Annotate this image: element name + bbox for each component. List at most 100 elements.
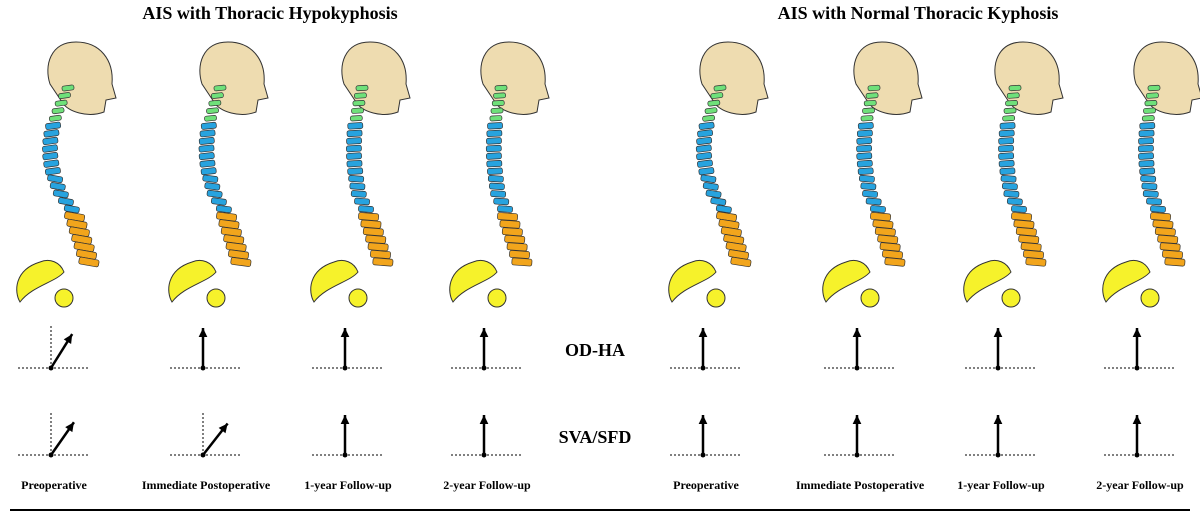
cervical-vertebra	[702, 114, 715, 122]
arrow-origin-dot	[995, 365, 1001, 371]
sva-sfd-arrow-2	[170, 413, 242, 458]
lumbar-vertebra	[78, 256, 100, 268]
lumbar-vertebra	[874, 227, 896, 237]
thoracic-vertebra	[200, 121, 217, 130]
lumbar-vertebra	[365, 234, 387, 244]
odha-arrow-3	[312, 328, 384, 371]
spine-figure-5	[668, 41, 769, 308]
thoracic-vertebra	[486, 159, 503, 168]
cervical-vertebra	[48, 114, 62, 122]
skull-icon	[994, 41, 1064, 115]
lumbar-vertebra	[1023, 249, 1044, 259]
thoracic-vertebra	[215, 204, 232, 214]
sacrum-icon	[668, 259, 717, 303]
sacrum-icon	[449, 259, 498, 303]
cervical-vertebra	[707, 99, 721, 107]
cervical-vertebra	[1143, 107, 1156, 114]
cervical-vertebra	[1005, 100, 1018, 107]
thoracic-vertebra	[1138, 159, 1155, 168]
cervical-vertebra	[494, 84, 508, 92]
arrow-origin-dot	[48, 365, 54, 371]
arrow-origin-dot	[854, 452, 860, 458]
lumbar-vertebra	[870, 211, 892, 222]
sacrum-icon	[822, 259, 871, 303]
sva-sfd-arrow-6	[824, 415, 896, 458]
thoracic-vertebra	[700, 174, 717, 183]
thoracic-vertebra	[497, 205, 513, 213]
spine-figure-7	[963, 41, 1064, 308]
cervical-vertebra	[865, 92, 879, 99]
sva-sfd-arrow-1	[18, 413, 90, 458]
thoracic-vertebra	[206, 189, 223, 198]
thoracic-vertebra	[204, 182, 221, 191]
thoracic-vertebra	[870, 205, 886, 213]
thoracic-vertebra	[358, 205, 374, 213]
thoracic-vertebra	[49, 182, 66, 191]
femoral-head-icon	[54, 288, 74, 308]
arrow-head-icon	[65, 422, 74, 433]
lumbar-vertebra	[370, 249, 391, 259]
col-label-8: 2-year Follow-up	[1096, 478, 1184, 492]
arrow-origin-dot	[854, 365, 860, 371]
cervical-vertebra	[1144, 100, 1158, 107]
thoracic-vertebra	[865, 197, 882, 206]
thoracic-vertebra	[350, 190, 367, 198]
arrow-head-icon	[479, 328, 489, 338]
cervical-vertebra	[351, 107, 364, 114]
thoracic-vertebra	[346, 159, 363, 168]
arrow-head-icon	[698, 415, 708, 425]
arrow-origin-dot	[1134, 452, 1140, 458]
lumbar-vertebra	[1015, 227, 1037, 237]
cervical-vertebra	[61, 84, 75, 92]
arrow-origin-dot	[48, 452, 54, 458]
skull-icon	[341, 41, 411, 115]
thoracic-vertebra	[1146, 197, 1162, 206]
sacrum-icon	[16, 259, 65, 303]
arrow-head-icon	[852, 328, 862, 338]
arrow-head-icon	[340, 415, 350, 425]
thoracic-vertebra	[52, 189, 69, 199]
cervical-vertebra	[1146, 92, 1159, 99]
lumbar-vertebra	[1013, 219, 1035, 229]
thoracic-vertebra	[487, 167, 503, 175]
lumbar-vertebra	[362, 227, 384, 237]
sacrum-icon	[310, 259, 359, 303]
thoracic-vertebra	[1138, 129, 1155, 138]
arrow-head-icon	[1132, 328, 1142, 338]
thoracic-vertebra	[42, 144, 58, 153]
femoral-head-icon	[1140, 288, 1160, 308]
row-label-odha: OD-HA	[565, 340, 625, 360]
femoral-head-icon	[860, 288, 880, 308]
lumbar-vertebra	[884, 257, 906, 267]
arrow-head-icon	[1132, 415, 1142, 425]
cervical-vertebra	[862, 107, 875, 114]
arrow-head-icon	[993, 415, 1003, 425]
thoracic-vertebra	[1141, 182, 1158, 191]
thoracic-vertebra	[856, 137, 873, 145]
thoracic-vertebra	[860, 182, 877, 191]
spine-figure-2	[168, 41, 269, 308]
arrow-head-icon	[198, 328, 208, 338]
thoracic-vertebra	[202, 174, 219, 183]
row-label-sva-sfd: SVA/SFD	[558, 427, 632, 447]
lumbar-vertebra	[501, 227, 523, 237]
arrow-origin-dot	[200, 365, 206, 371]
skull-icon	[480, 41, 550, 115]
lumbar-vertebra	[511, 257, 533, 267]
sva-sfd-arrow-5	[670, 415, 742, 458]
cervical-vertebra	[860, 115, 874, 122]
thoracic-vertebra	[998, 159, 1015, 168]
femoral-head-icon	[348, 288, 368, 308]
thoracic-vertebra	[348, 175, 365, 183]
sva-sfd-arrow-7	[965, 415, 1037, 458]
thoracic-vertebra	[1000, 174, 1017, 183]
thoracic-vertebra	[43, 159, 60, 168]
lumbar-vertebra	[225, 241, 247, 252]
thoracic-vertebra	[698, 167, 715, 176]
thoracic-vertebra	[1137, 144, 1154, 153]
cervical-vertebra	[352, 100, 366, 107]
arrow-head-icon	[479, 415, 489, 425]
arrow-head-icon	[852, 415, 862, 425]
spine-figure-4	[449, 41, 550, 308]
thoracic-vertebra	[63, 204, 80, 214]
